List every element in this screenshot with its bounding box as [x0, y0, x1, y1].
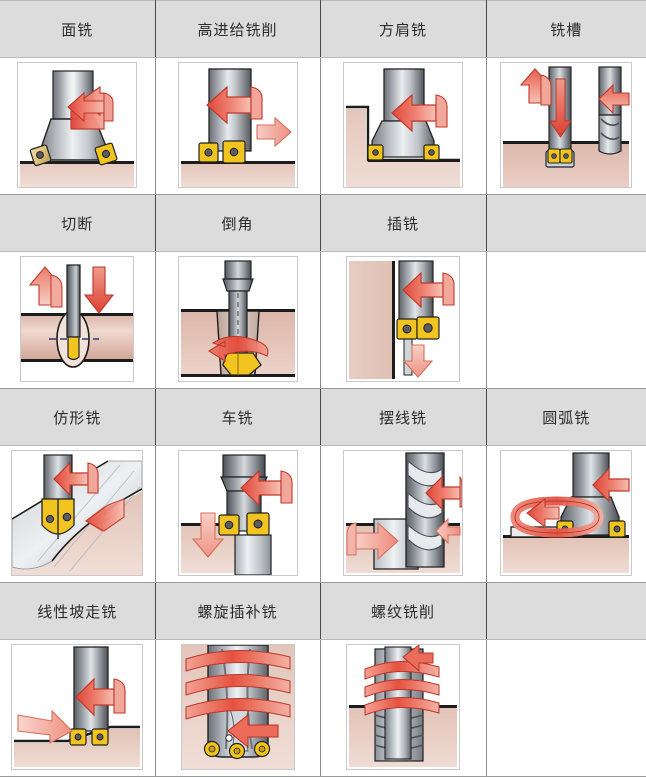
cell-figure-high-feed-milling: [155, 58, 320, 195]
cell-figure-circular-milling: [486, 446, 646, 583]
figure-plunge-milling: [346, 256, 460, 382]
cell-figure-linear-ramping: [0, 640, 155, 777]
profile-milling-illustration: [12, 451, 142, 575]
cell-label-profile-milling: 仿形铣: [0, 389, 155, 446]
header-row-2: 切断 倒角 插铣: [0, 195, 646, 252]
figure-row-2: [0, 252, 646, 389]
figure-chamfering: [178, 256, 298, 382]
cell-figure-chamfering: [155, 252, 320, 389]
figure-face-milling: [17, 62, 137, 188]
cell-label-circular-milling: 圆弧铣: [486, 389, 646, 446]
high-feed-milling-illustration: [179, 63, 297, 187]
figure-row-4: [0, 640, 646, 777]
cell-figure-turn-milling: [155, 446, 320, 583]
cell-figure-empty-r4c4: [486, 640, 646, 777]
insert-right: [424, 145, 439, 160]
cell-figure-profile-milling: [0, 446, 155, 583]
figure-row-1: [0, 58, 646, 195]
cell-figure-parting-off: [0, 252, 155, 389]
figure-turn-milling: [178, 450, 298, 576]
header-row-1: 面铣 高进给铣削 方肩铣 铣槽: [0, 1, 646, 58]
cell-figure-trochoidal-milling: [320, 446, 486, 583]
turn-milling-illustration: [179, 451, 297, 575]
cell-figure-plunge-milling: [320, 252, 486, 389]
figure-parting-off: [20, 256, 134, 382]
insert-left: [368, 145, 383, 160]
cell-label-slot-milling: 铣槽: [486, 1, 646, 58]
cell-label-turn-milling: 车铣: [155, 389, 320, 446]
figure-row-3: [0, 446, 646, 583]
cell-label-face-milling: 面铣: [0, 1, 155, 58]
figure-high-feed-milling: [178, 62, 298, 188]
cell-label-empty-r2c4: [486, 195, 646, 252]
header-row-4: 线性坡走铣 螺旋插补铣 螺纹铣削: [0, 583, 646, 640]
cell-label-trochoidal-milling: 摆线铣: [320, 389, 486, 446]
figure-profile-milling: [11, 450, 143, 576]
cell-label-empty-r4c4: [486, 583, 646, 640]
cell-label-parting-off: 切断: [0, 195, 155, 252]
cell-figure-square-shoulder-milling: [320, 58, 486, 195]
cell-label-square-shoulder-milling: 方肩铣: [320, 1, 486, 58]
linear-ramping-illustration: [12, 645, 142, 769]
cell-label-plunge-milling: 插铣: [320, 195, 486, 252]
parting-off-illustration: [21, 257, 133, 381]
helical-interpolation-illustration: [182, 645, 294, 769]
figure-thread-milling: [346, 644, 460, 770]
cell-label-helical-interpolation: 螺旋插补铣: [155, 583, 320, 640]
face-milling-illustration: [18, 63, 136, 187]
cell-figure-helical-interpolation: [155, 640, 320, 777]
circular-milling-illustration: [501, 451, 631, 575]
cell-figure-face-milling: [0, 58, 155, 195]
cell-figure-thread-milling: [320, 640, 486, 777]
thread-milling-illustration: [347, 645, 459, 769]
figure-helical-interpolation: [181, 644, 295, 770]
figure-circular-milling: [500, 450, 632, 576]
trochoidal-milling-illustration: [344, 451, 462, 575]
slot-milling-illustration: [501, 63, 631, 187]
empty-placeholder: [487, 256, 646, 382]
square-shoulder-milling-illustration: [344, 63, 462, 187]
plunge-milling-illustration: [347, 257, 459, 381]
cell-figure-slot-milling: [486, 58, 646, 195]
chamfering-illustration: [179, 257, 297, 381]
empty-placeholder-2: [487, 644, 646, 770]
cell-label-linear-ramping: 线性坡走铣: [0, 583, 155, 640]
header-row-3: 仿形铣 车铣 摆线铣 圆弧铣: [0, 389, 646, 446]
cell-label-chamfering: 倒角: [155, 195, 320, 252]
figure-square-shoulder-milling: [343, 62, 463, 188]
figure-slot-milling: [500, 62, 632, 188]
insert-left: [199, 143, 218, 162]
cell-figure-empty-r2c4: [486, 252, 646, 389]
cell-label-high-feed-milling: 高进给铣削: [155, 1, 320, 58]
insert-right: [223, 141, 245, 163]
cell-label-thread-milling: 螺纹铣削: [320, 583, 486, 640]
figure-linear-ramping: [11, 644, 143, 770]
figure-trochoidal-milling: [343, 450, 463, 576]
